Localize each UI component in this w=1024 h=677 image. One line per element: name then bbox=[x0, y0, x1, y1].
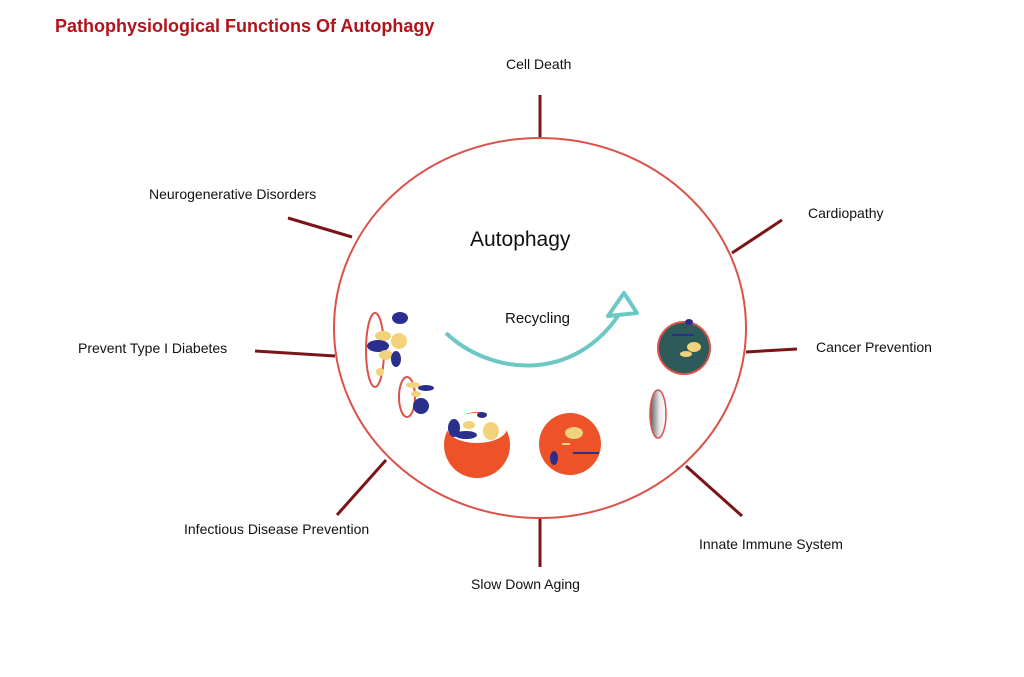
label-cancer-prevention: Cancer Prevention bbox=[816, 339, 932, 355]
label-prevent-type-1-diabetes: Prevent Type I Diabetes bbox=[78, 340, 228, 356]
autophagosome-icon bbox=[444, 412, 510, 478]
spoke-cancer-prevention bbox=[745, 347, 798, 354]
label-infectious-disease-prevention: Infectious Disease Prevention bbox=[184, 521, 370, 537]
spoke-infectious-disease-prevention bbox=[335, 459, 388, 516]
label-slow-down-aging: Slow Down Aging bbox=[471, 576, 580, 592]
spoke-neurogenerative-disorders bbox=[287, 216, 353, 239]
label-cell-death: Cell Death bbox=[506, 56, 572, 72]
recycling-arrow bbox=[444, 308, 624, 368]
vesicle-icon bbox=[649, 389, 667, 439]
spokes bbox=[254, 95, 798, 567]
cell-outline bbox=[333, 137, 747, 519]
label-neurogenerative-disorders: Neurogenerative Disorders bbox=[149, 186, 317, 202]
recycling-arrowhead bbox=[606, 291, 639, 318]
lysosome-icon bbox=[657, 319, 711, 375]
spoke-innate-immune-system bbox=[685, 464, 743, 518]
label-cardiopathy: Cardiopathy bbox=[808, 205, 884, 221]
phagophore-icon bbox=[365, 312, 408, 388]
process-label: Recycling bbox=[505, 310, 571, 327]
autolysosome-icon bbox=[539, 413, 601, 475]
spoke-prevent-type-1-diabetes bbox=[254, 349, 336, 358]
center-label: Autophagy bbox=[470, 228, 571, 251]
spoke-cardiopathy bbox=[731, 218, 783, 255]
label-innate-immune-system: Innate Immune System bbox=[699, 536, 843, 552]
page-title: Pathophysiological Functions Of Autophag… bbox=[55, 16, 435, 36]
autophagosome-forming-icon bbox=[398, 376, 434, 418]
